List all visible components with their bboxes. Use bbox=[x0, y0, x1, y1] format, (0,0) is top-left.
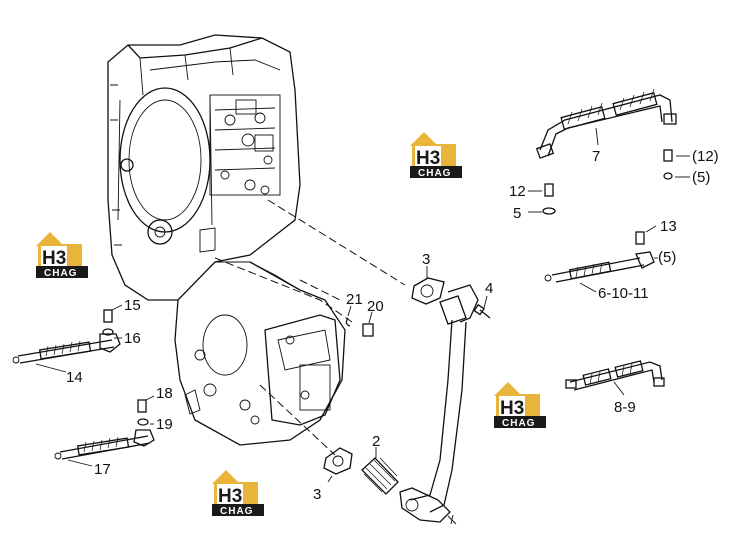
hose-6-10-11 bbox=[544, 251, 655, 293]
svg-text:H3: H3 bbox=[416, 148, 440, 169]
hose-7 bbox=[535, 88, 677, 159]
callout-5-paren-lower: (5) bbox=[658, 249, 676, 266]
svg-text:H3: H3 bbox=[218, 486, 242, 507]
watermark-logo-2: H3 CHAG bbox=[36, 232, 88, 279]
watermark-logo-1: H3 CHAG bbox=[410, 132, 462, 179]
svg-text:CHAG: CHAG bbox=[44, 268, 77, 279]
callout-19: 19 bbox=[156, 416, 173, 433]
part-3-lower-gasket bbox=[323, 447, 353, 483]
outlet-tube-assembly bbox=[399, 284, 479, 525]
part-3-upper-gasket bbox=[411, 266, 445, 305]
callout-7: 7 bbox=[592, 148, 600, 165]
part-2-filter bbox=[361, 447, 399, 495]
watermark-logo-3: H3 CHAG bbox=[494, 382, 546, 429]
callout-17: 17 bbox=[94, 461, 111, 478]
part-18-fitting bbox=[137, 395, 155, 413]
callout-5-paren-upper: (5) bbox=[692, 169, 710, 186]
part-4-bolt bbox=[473, 295, 491, 319]
callout-21: 21 bbox=[346, 291, 363, 308]
callout-12-paren: (12) bbox=[692, 148, 719, 165]
part-21-ring bbox=[345, 305, 352, 327]
svg-text:H3: H3 bbox=[42, 248, 66, 269]
part-19-washer bbox=[137, 418, 154, 426]
callout-18: 18 bbox=[156, 385, 173, 402]
svg-text:CHAG: CHAG bbox=[220, 506, 253, 517]
svg-text:CHAG: CHAG bbox=[502, 418, 535, 429]
transmission-housing bbox=[107, 34, 346, 446]
callout-20: 20 bbox=[367, 298, 384, 315]
callout-8-9: 8-9 bbox=[614, 399, 636, 416]
callout-15: 15 bbox=[124, 297, 141, 314]
part-15-fitting bbox=[103, 304, 123, 323]
svg-text:H3: H3 bbox=[500, 398, 524, 419]
callout-3-upper: 3 bbox=[422, 251, 430, 268]
part-13-fitting bbox=[635, 225, 658, 259]
hose-14 bbox=[12, 333, 121, 373]
callout-14: 14 bbox=[66, 369, 83, 386]
callout-5: 5 bbox=[513, 205, 521, 222]
callout-6-10-11: 6-10-11 bbox=[598, 285, 649, 302]
hose-8-9 bbox=[565, 360, 665, 396]
part-12-fitting-upper bbox=[663, 149, 690, 180]
callout-12: 12 bbox=[509, 183, 526, 200]
callout-labels: 2 3 3 4 5 (5) (5) 7 8-9 12 (12) 13 14 15… bbox=[66, 148, 719, 503]
assembly-leader-lines bbox=[214, 199, 406, 456]
part-16-washer bbox=[102, 328, 122, 339]
callout-13: 13 bbox=[660, 218, 677, 235]
watermark-logo-4: H3 CHAG bbox=[212, 470, 264, 517]
svg-text:CHAG: CHAG bbox=[418, 168, 451, 179]
callout-2: 2 bbox=[372, 433, 380, 450]
callout-4: 4 bbox=[485, 280, 493, 297]
hose-17 bbox=[54, 429, 155, 467]
callout-16: 16 bbox=[124, 330, 141, 347]
callout-3-lower: 3 bbox=[313, 486, 321, 503]
part-12-fitting-lower bbox=[528, 183, 556, 215]
part-20-plug bbox=[362, 311, 374, 337]
